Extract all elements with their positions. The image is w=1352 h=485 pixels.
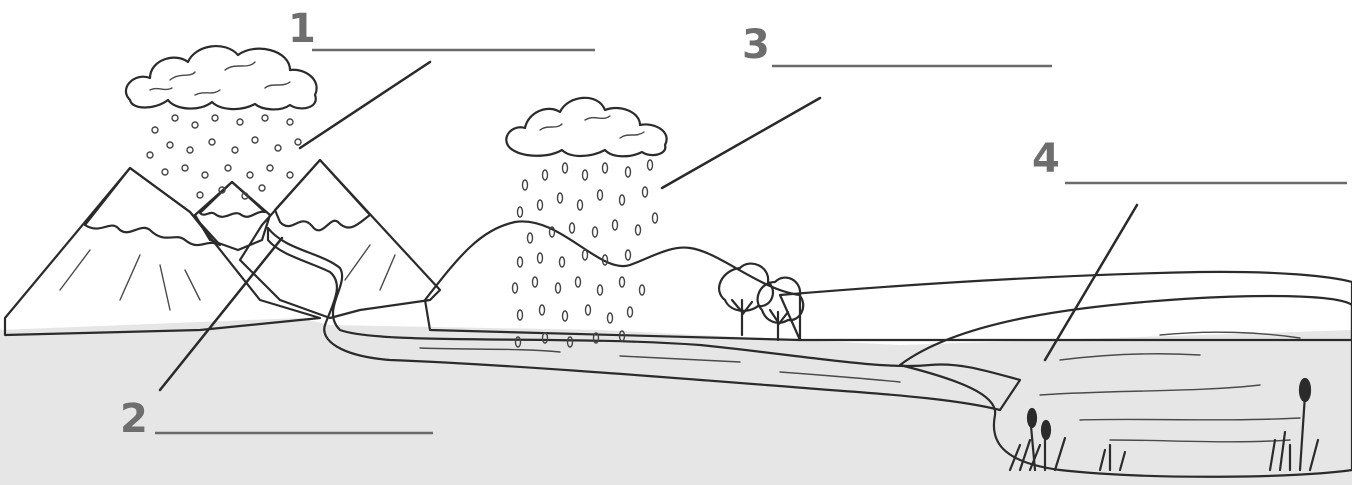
mountain-middle (195, 182, 270, 250)
snow-cap-middle (200, 182, 265, 217)
snow-icon (147, 115, 301, 199)
cloud-icon (126, 46, 317, 109)
label-4: 4 (1032, 136, 1060, 182)
label-3: 3 (742, 22, 770, 68)
rain-drop-icon (513, 160, 658, 347)
cloud-icon (506, 98, 666, 156)
snow-cap-left (85, 168, 220, 245)
label-2: 2 (120, 396, 148, 442)
leader-line-4 (1045, 205, 1137, 360)
leader-line-1 (300, 62, 430, 148)
far-plain (780, 272, 1352, 340)
leader-line-3 (662, 98, 820, 188)
label-1: 1 (288, 6, 316, 52)
snow-cap-right (275, 160, 370, 230)
mountain-right (240, 160, 440, 318)
rolling-hills (425, 221, 800, 340)
tree-icon (719, 264, 803, 340)
